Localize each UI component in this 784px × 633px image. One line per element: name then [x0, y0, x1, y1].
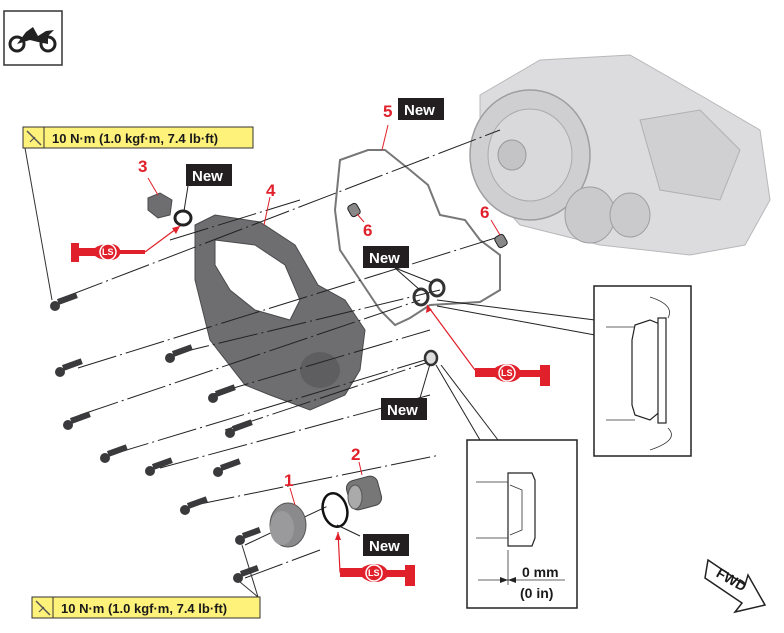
- lubricant-ls-symbol: LS: [475, 364, 550, 386]
- new-badge: New: [381, 398, 427, 420]
- new-badge: New: [398, 98, 444, 120]
- dimension-imperial: (0 in): [520, 585, 553, 601]
- engine-crankcase: [469, 54, 771, 256]
- new-badge: New: [363, 534, 409, 556]
- oil-seal-lower: [423, 349, 439, 367]
- callout-3: 3: [138, 157, 147, 176]
- bolt: [50, 292, 78, 311]
- forward-direction-arrow: FWD: [704, 558, 767, 614]
- dowel-pin: [494, 233, 508, 249]
- oil-filler-plug: [147, 192, 193, 227]
- svg-text:LS: LS: [368, 568, 380, 578]
- assembly-lines: [64, 129, 506, 579]
- callout-2: 2: [351, 445, 360, 464]
- callout-leaders: [147, 124, 501, 506]
- bolt: [235, 527, 261, 545]
- callout-1: 1: [284, 471, 293, 490]
- dimension-metric: 0 mm: [522, 564, 559, 580]
- svg-text:New: New: [369, 538, 400, 555]
- dowel-pin: [347, 202, 361, 218]
- torque-wrench-icon: [26, 130, 42, 146]
- svg-text:New: New: [369, 250, 400, 267]
- svg-text:LS: LS: [501, 368, 513, 378]
- oil-seal-upper: [412, 278, 446, 307]
- oil-filter-cover: [269, 502, 307, 548]
- callout-4: 4: [266, 181, 276, 200]
- o-ring: [321, 492, 349, 528]
- bolt: [213, 458, 241, 477]
- bolt: [180, 496, 208, 515]
- torque-leaders: [24, 147, 259, 598]
- callout-6: 6: [480, 203, 489, 222]
- new-badge: New: [363, 246, 409, 268]
- bolt: [55, 358, 83, 377]
- oil-filter-element: [345, 475, 383, 511]
- svg-text:New: New: [404, 102, 435, 119]
- bolts: [50, 292, 261, 583]
- bolt: [225, 419, 253, 438]
- bolt: [208, 384, 236, 403]
- bolt: [100, 444, 128, 463]
- svg-text:New: New: [192, 168, 223, 185]
- torque-wrench-icon: [35, 600, 51, 616]
- motorcycle-offroad-icon: [3, 10, 63, 66]
- torque-spec-text: 10 N·m (1.0 kgf·m, 7.4 lb·ft): [52, 131, 218, 146]
- lubricant-ls-symbol: LS: [71, 243, 145, 262]
- oil-seal-detail-lower: 0 mm (0 in): [435, 364, 578, 609]
- torque-spec-bottom: 10 N·m (1.0 kgf·m, 7.4 lb·ft): [31, 596, 261, 619]
- lubricant-ls-symbol: LS: [340, 564, 415, 586]
- oil-seal-detail-upper: [436, 285, 692, 457]
- bolt: [165, 344, 193, 363]
- new-badge: New: [186, 164, 232, 186]
- callout-5: 5: [383, 102, 392, 121]
- torque-spec-top: 10 N·m (1.0 kgf·m, 7.4 lb·ft): [22, 126, 254, 149]
- new-leaders: [183, 185, 434, 537]
- callout-6: 6: [363, 221, 372, 240]
- svg-text:LS: LS: [102, 247, 114, 257]
- bolt: [63, 411, 91, 430]
- torque-spec-text: 10 N·m (1.0 kgf·m, 7.4 lb·ft): [61, 601, 227, 616]
- svg-text:New: New: [387, 402, 418, 419]
- bolt: [145, 457, 173, 476]
